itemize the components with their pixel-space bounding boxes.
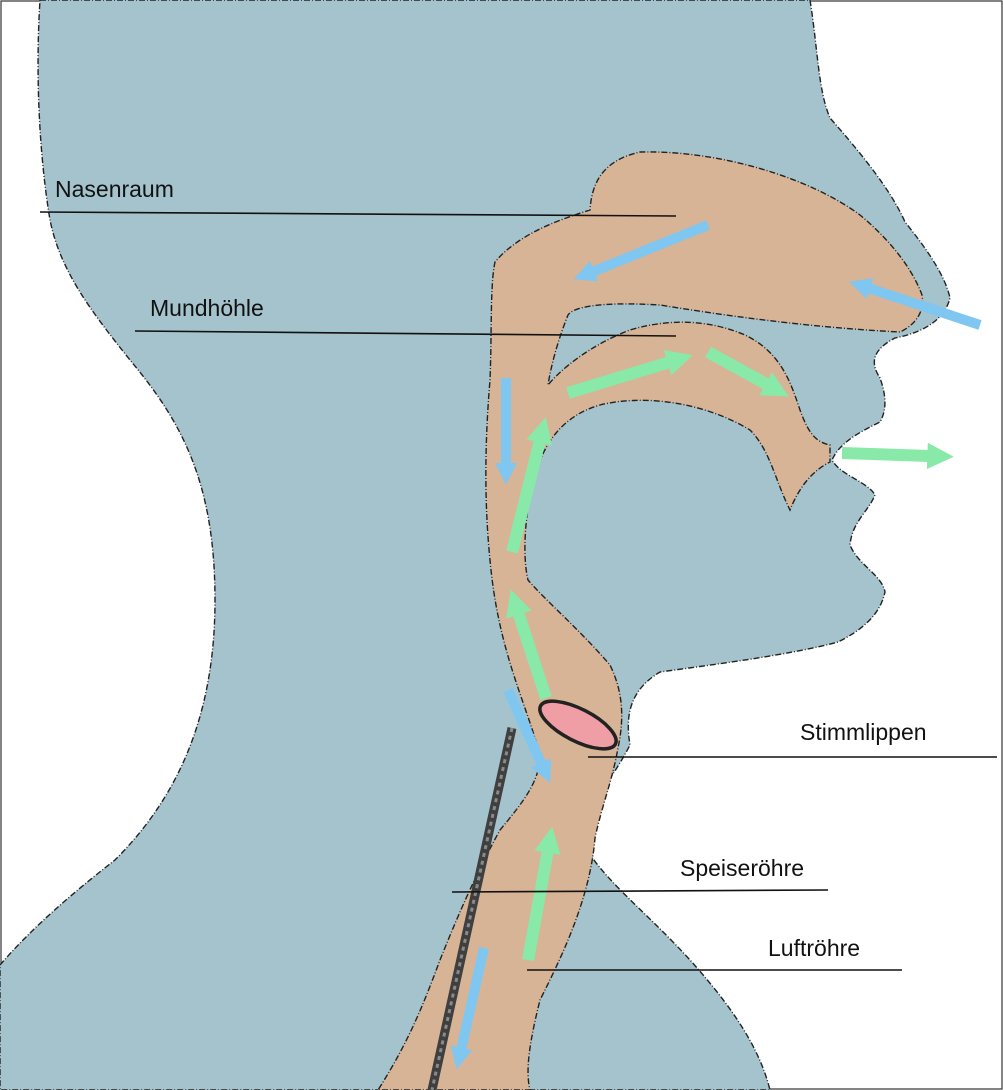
trachea-label: Luftröhre	[768, 935, 860, 961]
nasal-cavity-label: Nasenraum	[55, 176, 174, 202]
esophagus-label: Speiseröhre	[680, 855, 804, 881]
oral-cavity-label: Mundhöhle	[150, 295, 264, 321]
vocal-folds-label: Stimmlippen	[800, 719, 927, 745]
exhale-arrow-icon	[842, 453, 930, 456]
